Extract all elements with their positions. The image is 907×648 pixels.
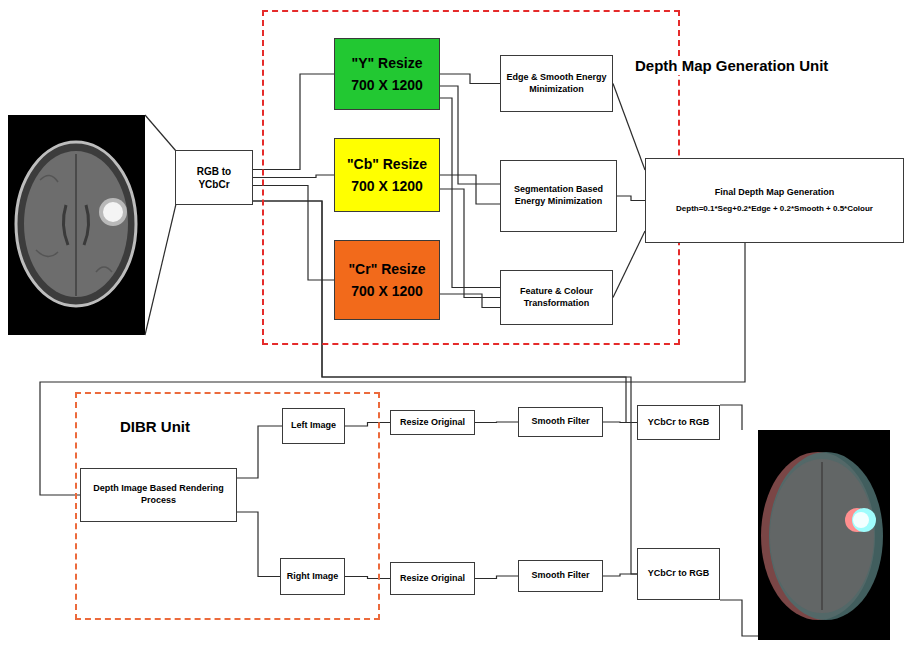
box-label: Depth Image Based Rendering Process — [85, 483, 232, 506]
channel-box: "Y" Resize 700 X 1200 — [334, 38, 440, 110]
connector-line — [603, 421, 637, 423]
connector-line — [613, 231, 645, 298]
brain-midline — [821, 462, 823, 610]
box-label: Smooth Filter — [532, 570, 590, 582]
image-box: Left Image — [282, 408, 345, 444]
box-label: Segmentation Based Energy Minimization — [505, 184, 612, 207]
anaglyph-cyan-layer — [769, 452, 883, 620]
formula-text: Depth=0.1*Seg+0.2*Edge + 0.2*Smooth + 0.… — [676, 204, 873, 214]
box-label: "Cb" Resize 700 X 1200 — [339, 153, 435, 198]
connector-line — [253, 175, 334, 178]
box-label: Smooth Filter — [532, 416, 590, 428]
connector-line — [237, 512, 280, 577]
connector-line — [345, 577, 390, 579]
brain-midline — [75, 154, 77, 296]
channel-box: "Cb" Resize 700 X 1200 — [334, 138, 440, 212]
connector-line — [345, 423, 390, 427]
process-box: Edge & Smooth Energy Minimization — [500, 55, 613, 112]
connector-line — [440, 294, 500, 308]
tumor-halo — [99, 198, 127, 226]
unit-region: Depth Map Generation Unit"Y" Resize 700 … — [262, 10, 680, 345]
process-box: RGB to YCbCr — [175, 150, 253, 205]
mri-image — [8, 115, 145, 335]
connector-line — [253, 201, 637, 423]
brain-gyri — [36, 175, 112, 272]
filter-box: Smooth Filter — [518, 560, 603, 592]
box-label: "Cr" Resize 700 X 1200 — [339, 258, 435, 303]
tumor-cyan — [852, 508, 876, 532]
box-label: Right Image — [287, 571, 339, 583]
ventricle — [63, 205, 88, 245]
box-label: Left Image — [291, 420, 336, 432]
unit-region: DIBR UnitDepth Image Based Rendering Pro… — [75, 392, 380, 620]
filter-box: Smooth Filter — [518, 407, 603, 437]
skull-outline — [16, 142, 136, 306]
unit-heading: Depth Map Generation Unit — [633, 57, 830, 75]
zoom-line — [145, 204, 176, 335]
process-box: Depth Image Based Rendering Process — [80, 468, 237, 522]
output-wire — [720, 405, 742, 430]
connector-line — [440, 189, 500, 298]
box-label: Resize Original — [400, 573, 465, 585]
box-label: Feature & Colour Transformation — [505, 286, 608, 309]
process-box: Final Depth Map GenerationDepth=0.1*Seg+… — [645, 158, 904, 243]
unit-heading: DIBR Unit — [118, 418, 192, 436]
process-box: Segmentation Based Energy Minimization — [500, 160, 617, 232]
image-box: Right Image — [280, 558, 345, 595]
process-box: Feature & Colour Transformation — [500, 270, 613, 325]
process-box: Resize Original — [390, 562, 475, 595]
process-box: YCbCr to RGB — [637, 548, 720, 600]
box-label: YCbCr to RGB — [648, 417, 710, 429]
connector-line — [237, 426, 282, 478]
box-label: Final Depth Map Generation — [715, 187, 835, 199]
connector-line — [475, 421, 518, 423]
connector-line — [440, 74, 500, 84]
process-box: Resize Original — [390, 410, 475, 435]
connector-line — [253, 74, 334, 170]
brain-tissue — [770, 459, 874, 613]
box-label: Edge & Smooth Energy Minimization — [505, 72, 608, 95]
connector-line — [440, 98, 500, 288]
connector-line — [617, 196, 645, 201]
output-wire — [720, 600, 758, 636]
connector-line — [613, 84, 645, 171]
box-label: "Y" Resize 700 X 1200 — [339, 52, 435, 97]
box-label: Resize Original — [400, 417, 465, 429]
connector-line — [475, 576, 518, 579]
box-label: RGB to YCbCr — [180, 165, 248, 191]
channel-box: "Cr" Resize 700 X 1200 — [334, 240, 440, 320]
process-box: YCbCr to RGB — [637, 405, 720, 440]
brain-tissue — [24, 151, 128, 297]
tumor — [853, 512, 869, 528]
anaglyph-image — [758, 430, 890, 640]
zoom-line — [145, 115, 176, 151]
connector-line — [440, 86, 500, 184]
connector-line — [253, 201, 637, 574]
connector-line — [603, 574, 637, 576]
box-label: YCbCr to RGB — [648, 568, 710, 580]
tumor — [103, 202, 123, 222]
